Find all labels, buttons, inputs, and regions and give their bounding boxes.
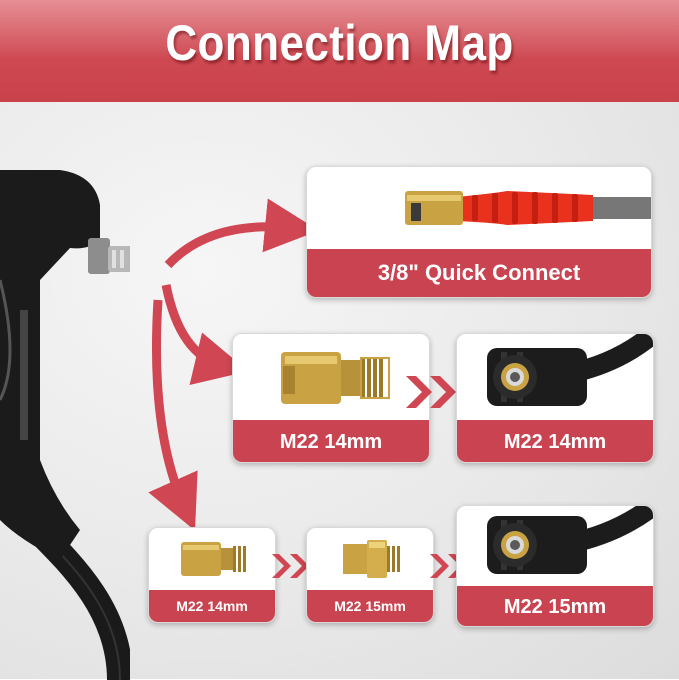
small-brass-adapter-image: [149, 528, 275, 590]
chevron-right-icon: [406, 376, 456, 408]
brass-adapter-image: [233, 334, 429, 420]
quick-connect-card: 3/8" Quick Connect: [306, 166, 652, 298]
page-title: Connection Map: [165, 15, 514, 71]
small-adapter-m22-14mm-card: M22 14mm: [148, 527, 276, 623]
hose-m22-14mm-card: M22 14mm: [456, 333, 654, 463]
small-adapter-m22-15mm-card: M22 15mm: [306, 527, 434, 623]
adapter-m22-14mm-label: M22 14mm: [233, 420, 429, 462]
header-banner: [0, 0, 679, 102]
hose-fitting-image: [457, 334, 653, 420]
small-adapter-m22-15mm-label: M22 15mm: [307, 590, 433, 622]
brass-coupler-image: [307, 528, 433, 590]
hose-m22-15mm-label: M22 15mm: [457, 586, 653, 626]
hose-m22-15mm-card: M22 15mm: [456, 505, 654, 627]
chevron-right-icon: [272, 554, 309, 578]
arrow-to-small-adapter: [148, 299, 198, 531]
spray-gun-image: [0, 170, 130, 680]
arrow-to-quick-connect: [164, 198, 319, 269]
hose-m22-14mm-label: M22 14mm: [457, 420, 653, 462]
adapter-m22-14mm-card: M22 14mm: [232, 333, 430, 463]
quick-connect-hose-image: [307, 167, 651, 249]
hose-fitting-image: [457, 506, 653, 586]
quick-connect-label: 3/8" Quick Connect: [307, 249, 651, 297]
arrow-to-m22-14mm: [161, 284, 249, 385]
small-adapter-m22-14mm-label: M22 14mm: [149, 590, 275, 622]
